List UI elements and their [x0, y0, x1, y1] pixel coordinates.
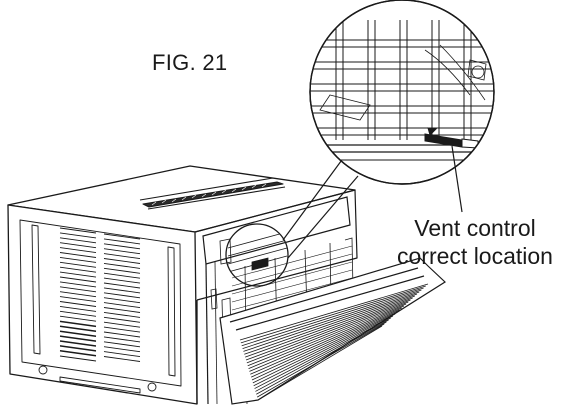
leader-line-upper	[282, 152, 348, 241]
callout-pointer	[451, 145, 463, 213]
vent-control-callout: Vent control correct location	[382, 214, 568, 270]
figure-number: FIG. 21	[152, 50, 228, 75]
front-panel-open	[219, 257, 446, 405]
front-panel-slats	[239, 283, 429, 401]
ac-unit-body	[7, 165, 358, 405]
side-louvres	[59, 227, 141, 362]
callout-line-1: Vent control	[414, 215, 536, 241]
detail-zone-circle	[225, 223, 289, 287]
magnified-detail	[309, 0, 495, 185]
leader-line-lower	[287, 175, 359, 259]
callout-line-2: correct location	[397, 243, 553, 269]
